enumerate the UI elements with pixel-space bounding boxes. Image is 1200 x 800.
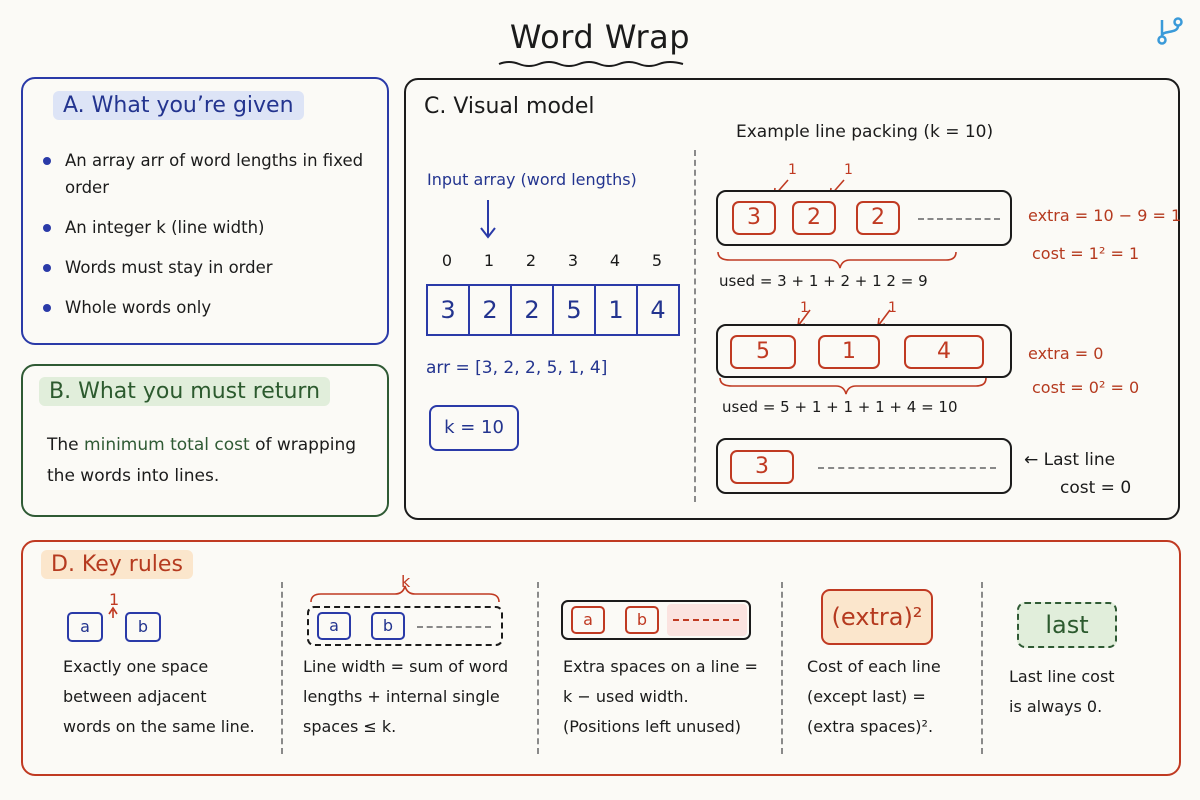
word-box: 2 — [856, 201, 900, 235]
word-chip-a: a — [571, 606, 605, 634]
packed-line: 5 1 4 — [716, 324, 1012, 378]
unused-space — [818, 467, 996, 469]
input-array: 3 2 2 5 1 4 — [426, 284, 680, 336]
rule-divider — [781, 582, 783, 754]
array-literal: arr = [3, 2, 2, 5, 1, 4] — [426, 358, 608, 378]
packed-line: 3 2 2 — [716, 190, 1012, 246]
return-panel-title: B. What you must return — [39, 377, 331, 406]
example-title: Example line packing (k = 10) — [736, 122, 994, 142]
rule-divider — [981, 582, 983, 754]
index-label: 2 — [525, 251, 537, 270]
array-cell: 2 — [512, 286, 554, 334]
visual-model-title: C. Visual model — [424, 94, 595, 119]
line-width-box: a b — [307, 606, 503, 646]
return-panel: B. What you must return The minimum tota… — [21, 364, 389, 517]
title-underline — [498, 61, 684, 67]
panel-divider — [694, 150, 696, 502]
index-label: 1 — [483, 251, 495, 270]
word-chip-b: b — [625, 606, 659, 634]
bullet-icon — [43, 157, 51, 165]
array-cell: 1 — [596, 286, 638, 334]
used-width: used = 3 + 1 + 2 + 1 2 = 9 — [719, 272, 928, 290]
bullet-icon — [43, 264, 51, 272]
space-label: 1 — [844, 162, 853, 178]
index-label: 0 — [441, 251, 453, 270]
page-title: Word Wrap — [509, 18, 691, 56]
bullet-icon — [43, 304, 51, 312]
index-row: 0 1 2 3 4 5 — [426, 251, 682, 275]
word-chip-a: a — [67, 612, 103, 642]
space-label: 1 — [788, 162, 797, 178]
word-box: 4 — [904, 335, 984, 369]
index-label: 4 — [609, 251, 621, 270]
last-line-box: last — [1017, 602, 1117, 648]
rule-divider — [281, 582, 283, 754]
last-line-cost: cost = 0 — [1060, 478, 1132, 498]
used-width: used = 5 + 1 + 1 + 1 + 4 = 10 — [722, 398, 958, 416]
brace-label-k: k — [401, 572, 411, 591]
input-array-label: Input array (word lengths) — [427, 170, 637, 189]
array-cell: 5 — [554, 286, 596, 334]
word-chip-b: b — [371, 612, 405, 640]
word-chip-a: a — [317, 612, 351, 640]
return-description: The minimum total cost of wrapping the w… — [47, 435, 357, 486]
cost-text: cost = 0² = 0 — [1032, 378, 1140, 397]
given-list: An array arr of word lengths in fixed or… — [41, 147, 371, 334]
word-box: 3 — [732, 201, 776, 235]
key-rules-panel: D. Key rules a b 1 Exactly one space bet… — [21, 540, 1181, 776]
visual-model-panel: C. Visual model Input array (word length… — [404, 78, 1182, 520]
gap-label: 1 — [109, 590, 120, 609]
key-rules-title: D. Key rules — [41, 550, 193, 579]
word-box: 5 — [730, 335, 796, 369]
extra-text: extra = 10 − 9 = 1 — [1028, 206, 1182, 225]
list-item: An array arr of word lengths in fixed or… — [41, 147, 371, 201]
k-value-box: k = 10 — [429, 405, 519, 451]
list-item: Words must stay in order — [41, 254, 371, 281]
unused-space — [673, 619, 739, 621]
branch-logo-icon — [1157, 17, 1183, 45]
list-item: An integer k (line width) — [41, 214, 371, 241]
rule-line-width: Line width = sum of word lengths + inter… — [303, 657, 509, 736]
array-cell: 3 — [428, 286, 470, 334]
unused-space — [417, 626, 491, 628]
cost-text: cost = 1² = 1 — [1032, 244, 1140, 263]
array-cell: 4 — [650, 296, 666, 324]
list-item: Whole words only — [41, 294, 371, 321]
bullet-icon — [43, 224, 51, 232]
down-arrow-icon — [480, 200, 496, 239]
last-line-note: ← Last line — [1024, 450, 1116, 470]
word-chip-b: b — [125, 612, 161, 642]
given-panel: A. What you’re given An array arr of wor… — [21, 77, 389, 345]
rule-divider — [537, 582, 539, 754]
extra-text: extra = 0 — [1028, 344, 1104, 363]
packed-line: 3 — [716, 438, 1012, 494]
word-box: 3 — [730, 450, 794, 484]
rule-extra-spaces: Extra spaces on a line = k − used width.… — [563, 657, 758, 736]
given-panel-title: A. What you’re given — [53, 91, 304, 120]
space-label: 1 — [888, 300, 897, 316]
extra-squared-box: (extra)² — [821, 589, 933, 645]
rule-last-line: Last line cost is always 0. — [1009, 667, 1115, 716]
extra-space-line: a b — [561, 600, 751, 640]
unused-space — [918, 218, 1000, 220]
array-cell: 2 — [470, 286, 512, 334]
rule-one-space: Exactly one space between adjacent words… — [63, 657, 255, 736]
word-box: 2 — [792, 201, 836, 235]
rule-cost: Cost of each line (except last) = (extra… — [807, 657, 941, 736]
index-label: 5 — [651, 251, 663, 270]
index-label: 3 — [567, 251, 579, 270]
word-box: 1 — [818, 335, 880, 369]
space-label: 1 — [800, 300, 809, 316]
